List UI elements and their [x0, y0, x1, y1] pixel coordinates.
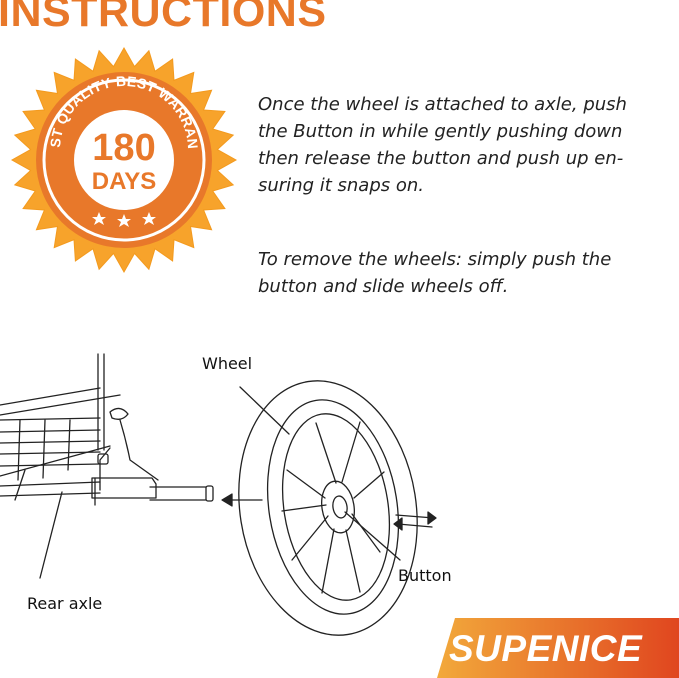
brand-logo: SUPENICE	[449, 628, 643, 669]
badge-stars-icon	[92, 212, 156, 227]
remove-instructions: To remove the wheels: simply push the bu…	[258, 249, 612, 297]
button-label: Button	[398, 566, 452, 585]
badge-unit: DAYS	[92, 168, 156, 195]
badge-number: 180	[92, 127, 155, 169]
cart-frame-illustration	[0, 353, 159, 501]
wheel-illustration	[238, 380, 418, 636]
attach-instructions: Once the wheel is attached to axle, push…	[258, 94, 627, 196]
rear-axle-label: Rear axle	[27, 594, 103, 613]
page-title: INSTRUCTIONS	[0, 0, 327, 36]
wheel-label: Wheel	[202, 354, 253, 373]
brand-logo-panel	[437, 618, 679, 678]
rear-axle-illustration	[0, 453, 214, 506]
